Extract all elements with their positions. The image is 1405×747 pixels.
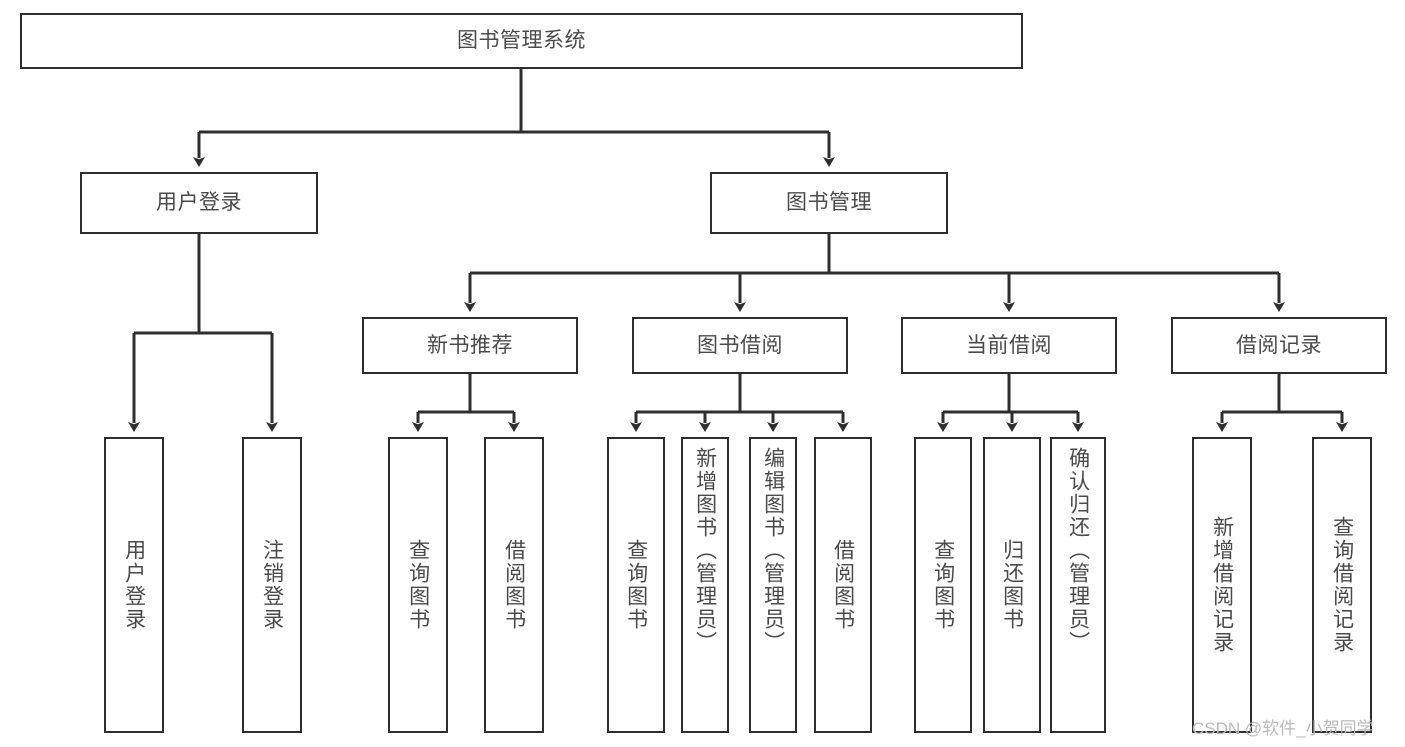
node-leaf-add-book-admin-label: 新增图书（管理员） <box>693 447 717 654</box>
node-current-borrow[interactable]: 当前借阅 <box>901 317 1117 374</box>
node-leaf-query-book-2-label: 查询图书 <box>624 539 648 631</box>
node-leaf-query-book-1-label: 查询图书 <box>406 539 430 631</box>
node-leaf-query-book-1[interactable]: 查询图书 <box>388 437 448 733</box>
node-leaf-confirm-return-admin-label: 确认归还（管理员） <box>1066 447 1090 654</box>
node-root[interactable]: 图书管理系统 <box>20 13 1023 69</box>
node-leaf-query-book-3-label: 查询图书 <box>931 539 955 631</box>
node-user-login[interactable]: 用户登录 <box>80 172 318 234</box>
node-leaf-query-borrow-record-label: 查询借阅记录 <box>1330 516 1354 654</box>
node-leaf-query-borrow-record[interactable]: 查询借阅记录 <box>1312 437 1372 733</box>
node-leaf-borrow-book-1[interactable]: 借阅图书 <box>484 437 544 733</box>
node-leaf-borrow-book-1-label: 借阅图书 <box>502 539 526 631</box>
node-borrow-record-label: 借阅记录 <box>1236 333 1322 357</box>
node-leaf-borrow-book-2[interactable]: 借阅图书 <box>814 437 872 733</box>
node-leaf-edit-book-admin[interactable]: 编辑图书（管理员） <box>749 437 797 733</box>
node-book-borrow-label: 图书借阅 <box>697 333 783 357</box>
node-book-borrow[interactable]: 图书借阅 <box>632 317 848 374</box>
node-leaf-user-login-label: 用户登录 <box>122 539 146 631</box>
node-leaf-logout-label: 注销登录 <box>260 539 284 631</box>
node-current-borrow-label: 当前借阅 <box>966 333 1052 357</box>
watermark: CSDN @软件_小贺同学 <box>1192 719 1374 738</box>
node-leaf-confirm-return-admin[interactable]: 确认归还（管理员） <box>1050 437 1106 733</box>
node-leaf-add-borrow-record-label: 新增借阅记录 <box>1210 516 1234 654</box>
node-leaf-add-book-admin[interactable]: 新增图书（管理员） <box>681 437 729 733</box>
node-leaf-add-borrow-record[interactable]: 新增借阅记录 <box>1192 437 1252 733</box>
node-root-label: 图书管理系统 <box>457 29 586 53</box>
node-leaf-query-book-3[interactable]: 查询图书 <box>914 437 972 733</box>
node-new-book-recommend-label: 新书推荐 <box>427 333 513 357</box>
node-leaf-edit-book-admin-label: 编辑图书（管理员） <box>761 447 785 654</box>
node-leaf-query-book-2[interactable]: 查询图书 <box>607 437 665 733</box>
node-borrow-record[interactable]: 借阅记录 <box>1171 317 1387 374</box>
node-leaf-return-book[interactable]: 归还图书 <box>983 437 1041 733</box>
node-leaf-borrow-book-2-label: 借阅图书 <box>831 539 855 631</box>
node-new-book-recommend[interactable]: 新书推荐 <box>362 317 578 374</box>
node-user-login-label: 用户登录 <box>156 191 242 215</box>
node-leaf-logout[interactable]: 注销登录 <box>242 437 302 733</box>
node-book-management[interactable]: 图书管理 <box>710 172 948 234</box>
node-book-management-label: 图书管理 <box>786 191 872 215</box>
node-leaf-user-login[interactable]: 用户登录 <box>104 437 164 733</box>
node-leaf-return-book-label: 归还图书 <box>1000 539 1024 631</box>
